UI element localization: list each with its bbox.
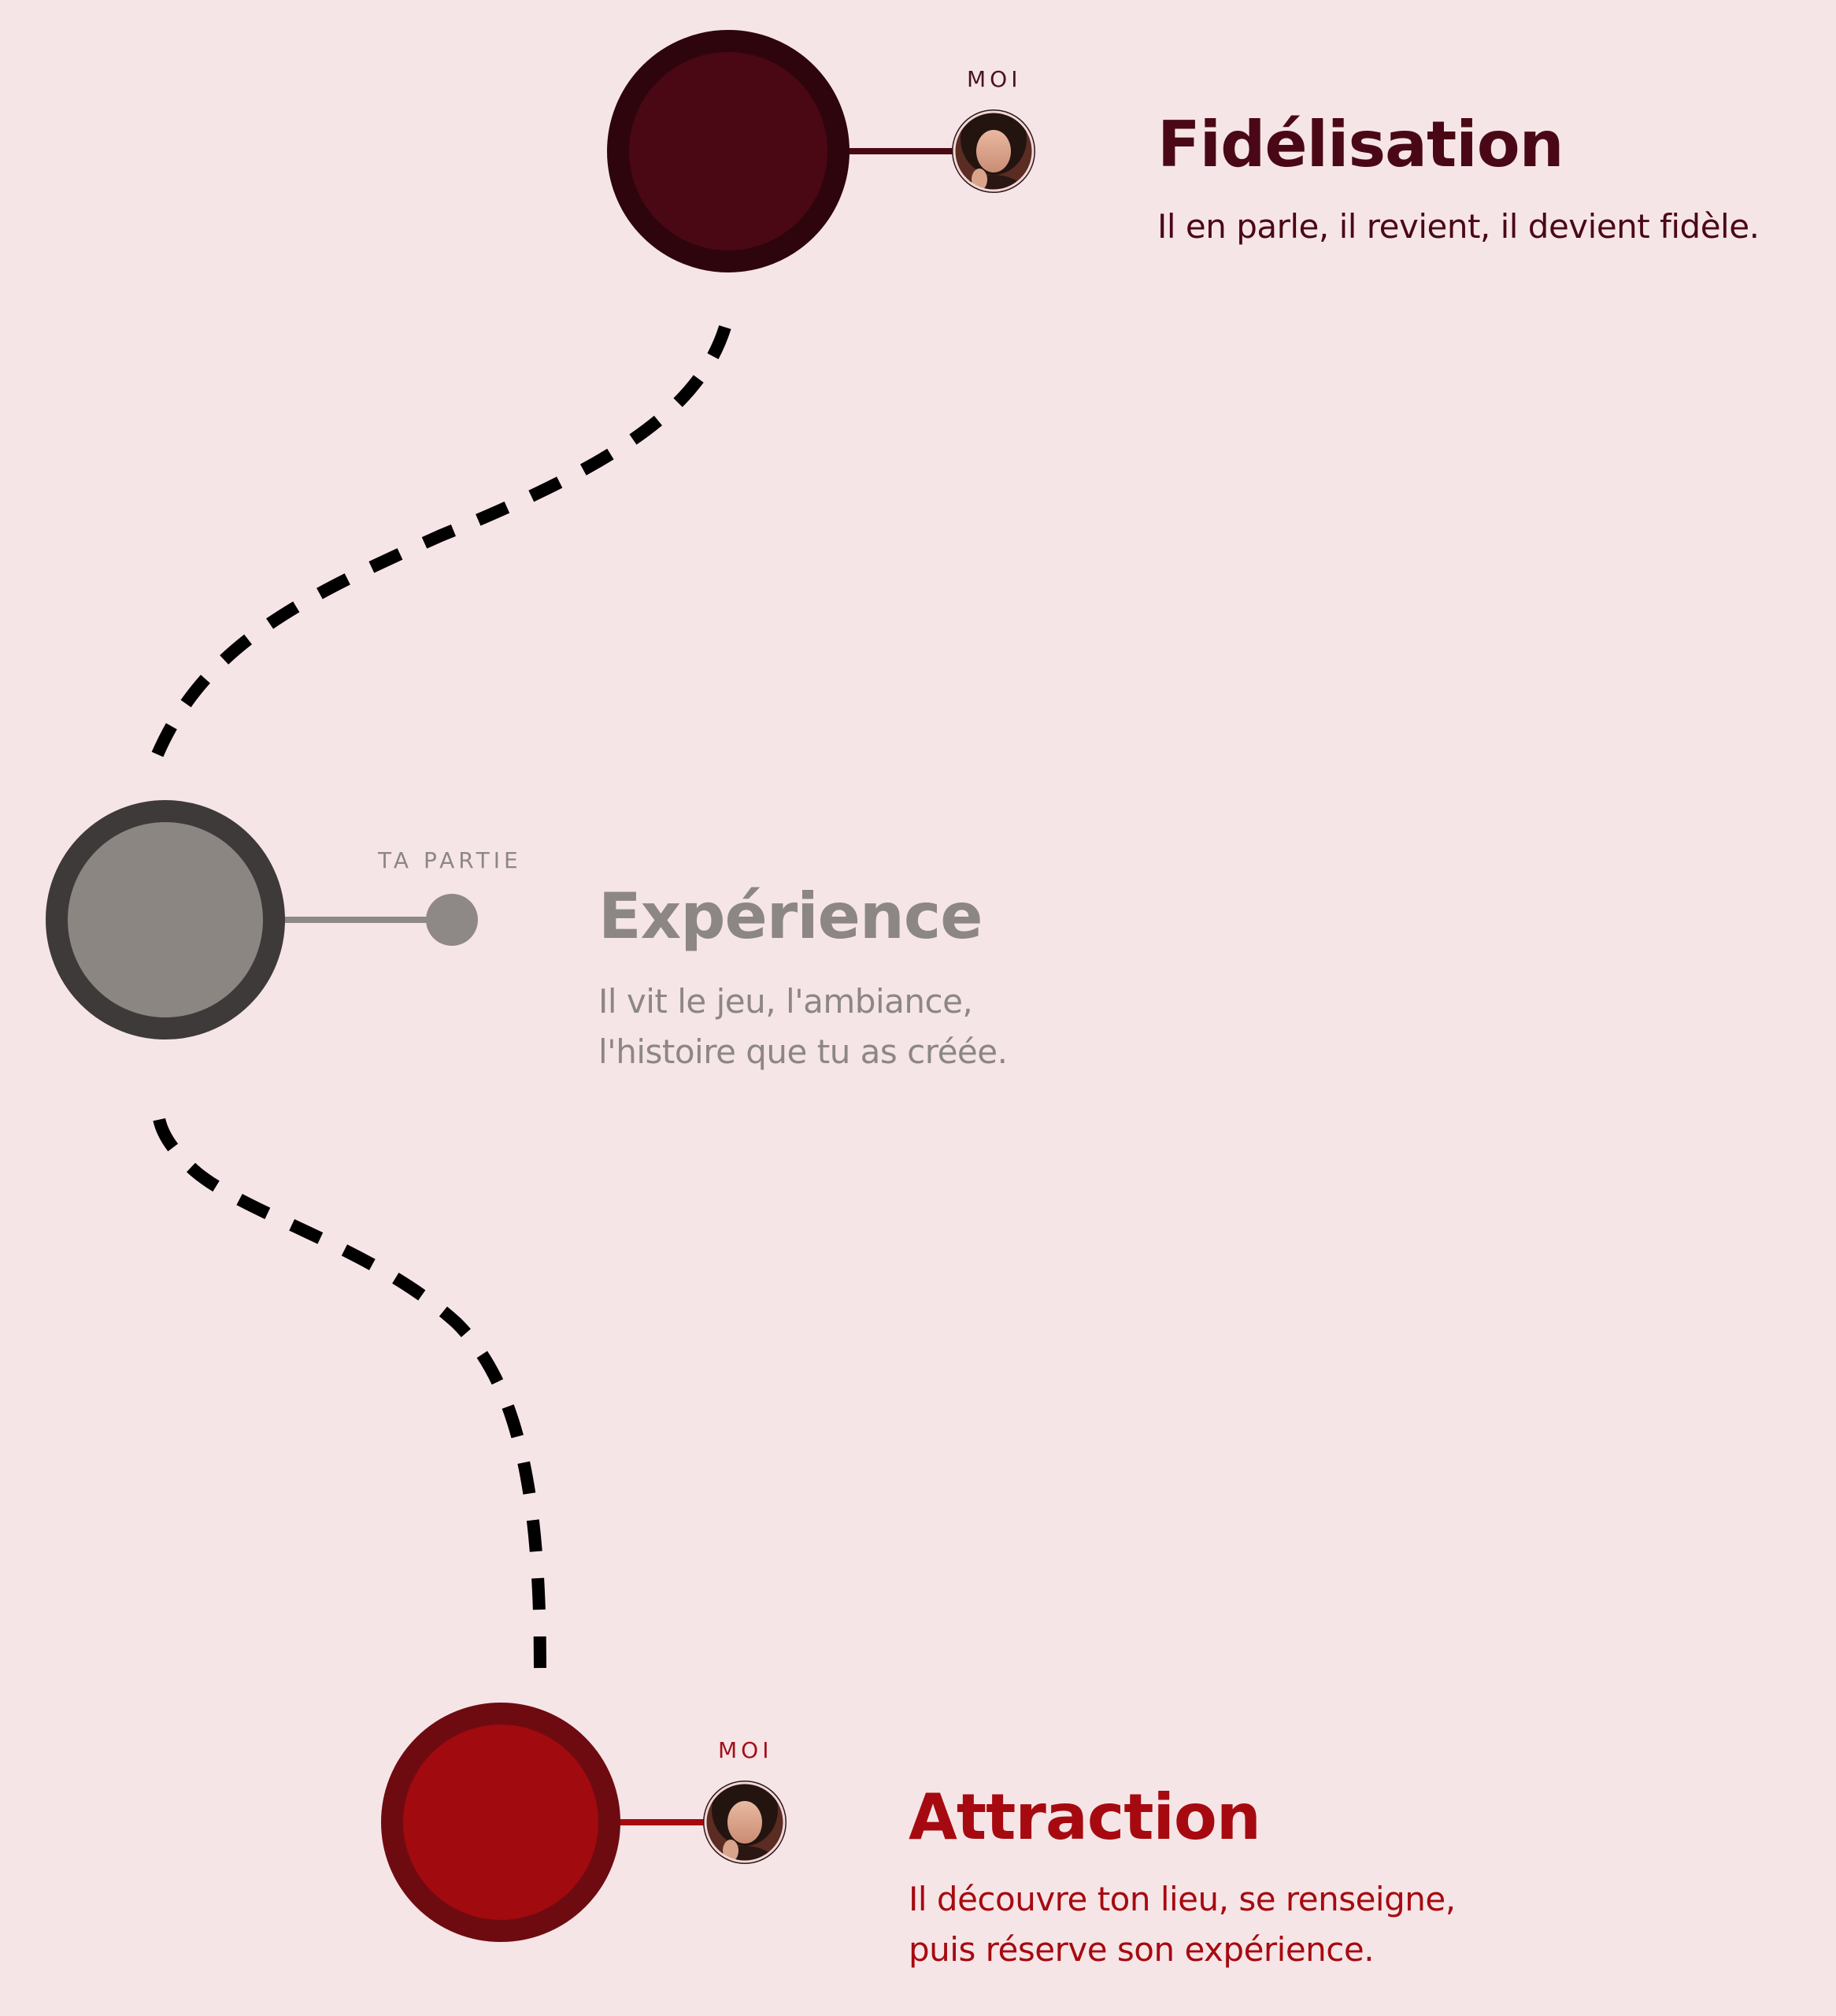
stage-circle-fidelisation xyxy=(607,30,850,272)
stage-node-fidelisation xyxy=(607,30,957,272)
stage-node-attraction xyxy=(381,1703,709,1942)
description-line: Il en parle, il revient, il devient fidè… xyxy=(1157,207,1760,246)
dashed-path-lower xyxy=(151,1094,546,1669)
stage-circle-attraction xyxy=(381,1703,620,1942)
role-label-fidelisation: MOI xyxy=(967,66,1022,92)
description-line: puis réserve son expérience. xyxy=(909,1930,1375,1969)
description-line: Il vit le jeu, l'ambiance, xyxy=(598,982,973,1021)
dashed-path-upper xyxy=(151,322,732,758)
stage-node-experience xyxy=(46,800,478,1040)
avatar-fidelisation xyxy=(952,109,1035,193)
description-line: Il découvre ton lieu, se renseigne, xyxy=(909,1880,1456,1918)
stage-title-fidelisation: Fidélisation xyxy=(1157,108,1564,181)
role-label-experience: TA PARTIE xyxy=(378,847,522,873)
endpoint-dot-experience xyxy=(426,894,478,946)
stage-description-fidelisation: Il en parle, il revient, il devient fidè… xyxy=(1157,202,1760,252)
stage-description-experience: Il vit le jeu, l'ambiance, l'histoire qu… xyxy=(598,976,1008,1077)
avatar-attraction xyxy=(703,1781,787,1864)
role-label-attraction: MOI xyxy=(718,1737,773,1763)
stage-description-attraction: Il découvre ton lieu, se renseigne, puis… xyxy=(909,1874,1456,1975)
stage-title-attraction: Attraction xyxy=(909,1781,1261,1854)
description-line: l'histoire que tu as créée. xyxy=(598,1032,1008,1071)
stage-circle-experience xyxy=(46,800,285,1040)
stage-title-experience: Expérience xyxy=(598,880,983,953)
